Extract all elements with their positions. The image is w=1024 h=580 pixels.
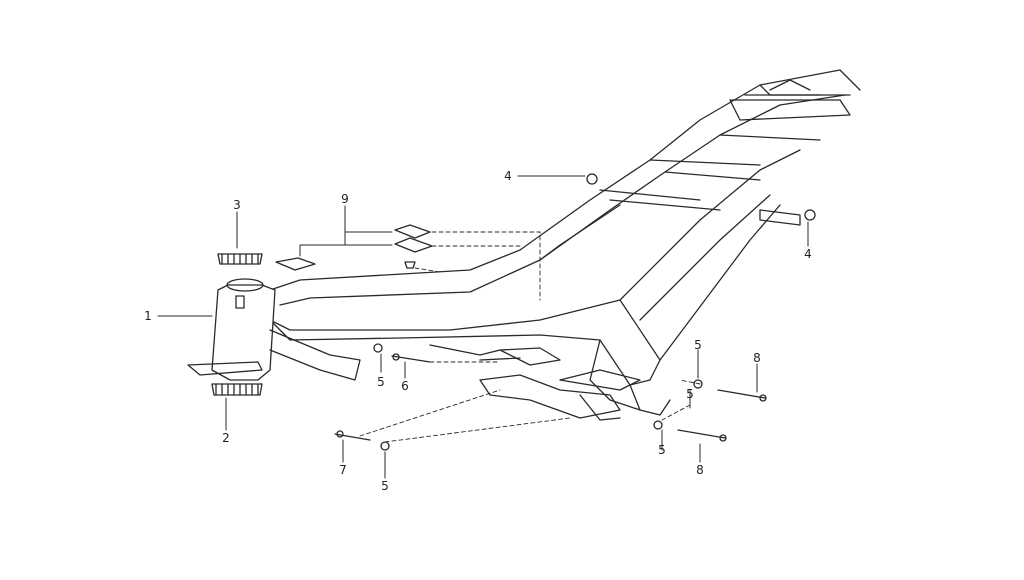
callout-5-right-top: 5 [694, 338, 702, 352]
callout-3: 3 [233, 198, 241, 212]
frame-brackets [429, 209, 801, 421]
callout-7: 7 [339, 463, 347, 477]
callout-1: 1 [144, 309, 152, 323]
frame-lower-rail [269, 149, 801, 416]
callout-5-bottom: 5 [381, 479, 389, 493]
callout-5-right-mid: 5 [686, 387, 694, 401]
callout-6: 6 [401, 379, 409, 393]
callout-5-left: 5 [377, 375, 385, 389]
callout-2: 2 [222, 431, 230, 445]
callout-8-top: 8 [753, 351, 761, 365]
callout-5-right-bottom: 5 [658, 443, 666, 457]
callout-9: 9 [341, 192, 349, 206]
callout-4-top: 4 [504, 169, 512, 183]
callout-4-right: 4 [804, 247, 812, 261]
leader-lines [157, 175, 809, 479]
frame-main-rail [269, 69, 861, 306]
fasteners [334, 173, 816, 451]
callout-8-bottom: 8 [696, 463, 704, 477]
head-tube [187, 278, 361, 381]
dashed-guides [359, 231, 701, 443]
bearing-race-upper [217, 253, 263, 265]
bearing-race-lower [211, 383, 263, 396]
